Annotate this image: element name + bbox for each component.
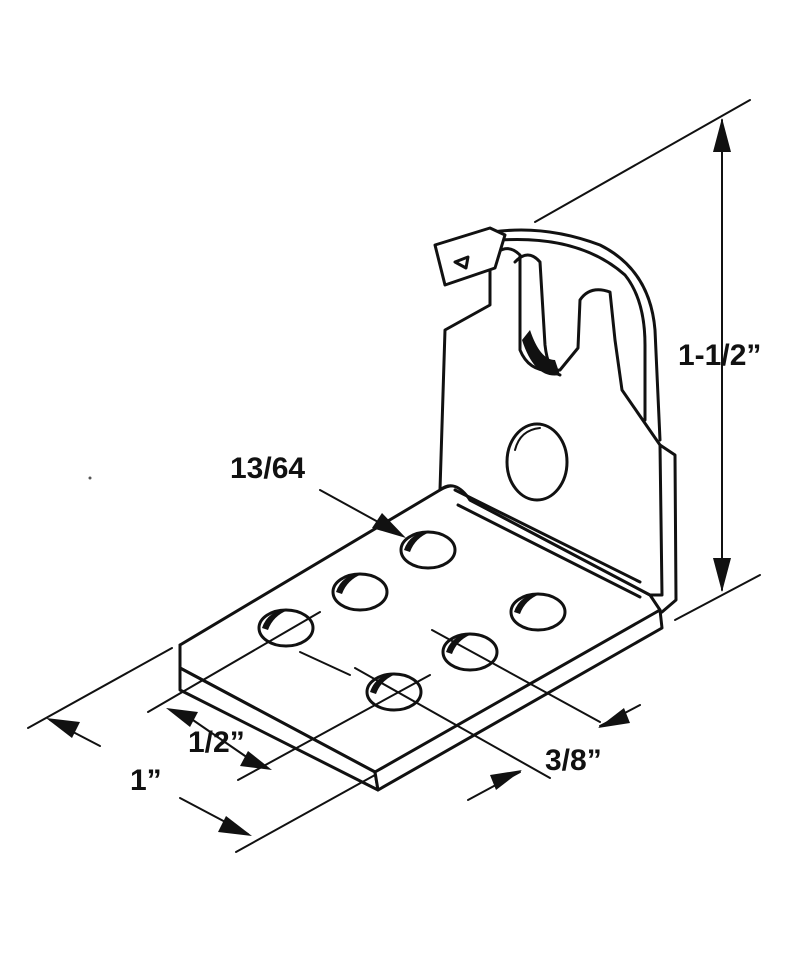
stray-dot bbox=[88, 476, 92, 480]
base-hole-shadow bbox=[336, 574, 362, 594]
arrow-left-icon bbox=[46, 718, 80, 738]
arrow-right-icon bbox=[372, 513, 406, 538]
tab-clip-mark bbox=[453, 255, 470, 270]
arrow-right-icon bbox=[218, 816, 252, 836]
slot-shadow bbox=[522, 330, 560, 376]
arrow-right-icon bbox=[490, 770, 522, 790]
angle-bracket bbox=[178, 226, 678, 792]
vertical-plate bbox=[438, 247, 664, 597]
arrow-up-icon bbox=[713, 118, 731, 152]
bend-inner-line bbox=[453, 488, 642, 584]
hole-spacing-left-dimension: 1/2” bbox=[147, 611, 431, 781]
hole-spacing-left-label: 1/2” bbox=[188, 726, 245, 759]
arrow-left-icon bbox=[598, 708, 630, 728]
top-flange-inner bbox=[498, 237, 647, 422]
base-hole-shadow bbox=[370, 674, 396, 694]
base-hole-shadow bbox=[514, 594, 540, 614]
arrow-right-icon bbox=[240, 751, 272, 770]
bend-inner-line-2 bbox=[456, 503, 642, 599]
tab-clip bbox=[433, 226, 507, 287]
hole-spacing-right-dimension: 3/8” bbox=[354, 629, 641, 801]
extension-line-2 bbox=[354, 667, 551, 779]
hole-spacing-right-label: 3/8” bbox=[545, 744, 602, 777]
base-hole-shadow bbox=[404, 532, 430, 552]
height-label: 1-1/2” bbox=[678, 339, 761, 372]
extension-line-right bbox=[235, 774, 376, 853]
hole-diameter-label: 13/64 bbox=[230, 452, 305, 485]
extension-line-3 bbox=[299, 651, 351, 676]
width-label: 1” bbox=[130, 764, 162, 797]
extension-line-top bbox=[534, 99, 751, 223]
arrow-down-icon bbox=[713, 558, 731, 592]
arrow-left-icon bbox=[166, 708, 198, 727]
extension-line bbox=[147, 611, 321, 713]
extension-line-left bbox=[27, 647, 173, 729]
height-dimension: 1-1/2” bbox=[534, 99, 761, 621]
vertical-plate-hole-rim bbox=[514, 427, 541, 451]
dimension-line bbox=[189, 717, 249, 759]
hole-diameter-dimension: 13/64 bbox=[230, 452, 406, 538]
extension-line-bottom bbox=[674, 574, 761, 621]
width-dimension: 1” bbox=[27, 647, 376, 853]
base-hole-shadow bbox=[262, 610, 288, 630]
vertical-plate-edge bbox=[658, 443, 678, 614]
base-plate-holes bbox=[257, 530, 567, 712]
base-plate-side bbox=[373, 608, 664, 792]
extension-line bbox=[431, 629, 601, 723]
base-hole-shadow bbox=[446, 634, 472, 654]
vertical-plate-hole bbox=[505, 422, 569, 502]
